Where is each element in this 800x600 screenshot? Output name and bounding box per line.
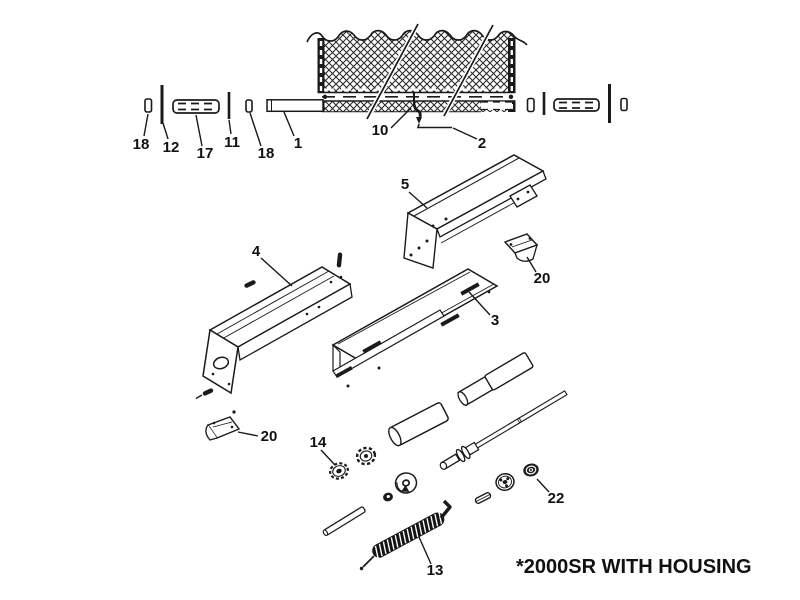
screw-top <box>244 280 256 288</box>
part-label-5: 5 <box>401 176 409 193</box>
part-label-11: 11 <box>224 134 240 151</box>
part-label-1: 1 <box>294 135 302 152</box>
roller-tube <box>388 402 449 447</box>
part-label-22: 22 <box>548 490 565 507</box>
screw-bottom <box>195 388 214 400</box>
housing-bracket-4 <box>202 266 353 395</box>
tension-spring-13 <box>359 499 452 571</box>
latch-hook-10 <box>412 93 422 124</box>
part-label-17: 17 <box>197 145 214 162</box>
end-cap-right-b <box>620 97 628 112</box>
spindle-tube <box>457 352 534 407</box>
part-label-2: 2 <box>478 135 486 152</box>
part-label-12: 12 <box>163 139 180 156</box>
pull-cord-2 <box>416 123 452 129</box>
bracket-20-left <box>205 416 241 441</box>
rail-end-rivet <box>322 94 328 100</box>
part-label-18-mid: 18 <box>258 145 275 162</box>
part-label-3: 3 <box>491 312 499 329</box>
part-number-labels: 18 12 17 11 18 1 10 2 5 20 4 3 20 14 22 … <box>133 122 565 579</box>
ratchet-plate <box>495 472 515 492</box>
screw-vertical <box>336 252 343 268</box>
guide-rod <box>322 506 366 537</box>
slide-bar-1 <box>266 99 324 113</box>
part-label-20-left: 20 <box>261 428 278 445</box>
lock-nut-22 <box>523 463 539 477</box>
part-label-13: 13 <box>427 562 444 579</box>
bracket-20-right <box>503 233 539 262</box>
strip-17 <box>172 99 220 114</box>
dot-hole <box>232 410 236 414</box>
part-label-14: 14 <box>310 434 327 451</box>
end-cap-18-mid <box>245 99 253 113</box>
end-cap-18-left <box>144 98 153 113</box>
net-torn-edge <box>306 29 528 46</box>
cam-end-cap <box>394 472 418 494</box>
housing-cover-5 <box>403 154 547 269</box>
part-label-18-left: 18 <box>133 136 150 153</box>
knob-14 <box>329 462 349 480</box>
end-cap-right-a <box>526 97 535 113</box>
leader-lines <box>143 107 550 565</box>
net-screen <box>306 22 528 121</box>
net-straps <box>364 22 496 121</box>
diagram-caption: *2000SR WITH HOUSING <box>516 556 752 578</box>
tension-shaft <box>439 390 568 470</box>
gear-washer <box>355 446 377 466</box>
bushing-ring <box>383 492 393 502</box>
strip-right <box>553 98 600 112</box>
rail-end-rivet <box>508 94 514 100</box>
part-label-20-right: 20 <box>534 270 551 287</box>
part-label-4: 4 <box>252 243 261 260</box>
roll-pin <box>474 492 492 504</box>
slotted-channel-3 <box>331 268 499 388</box>
part-label-10: 10 <box>372 122 389 139</box>
